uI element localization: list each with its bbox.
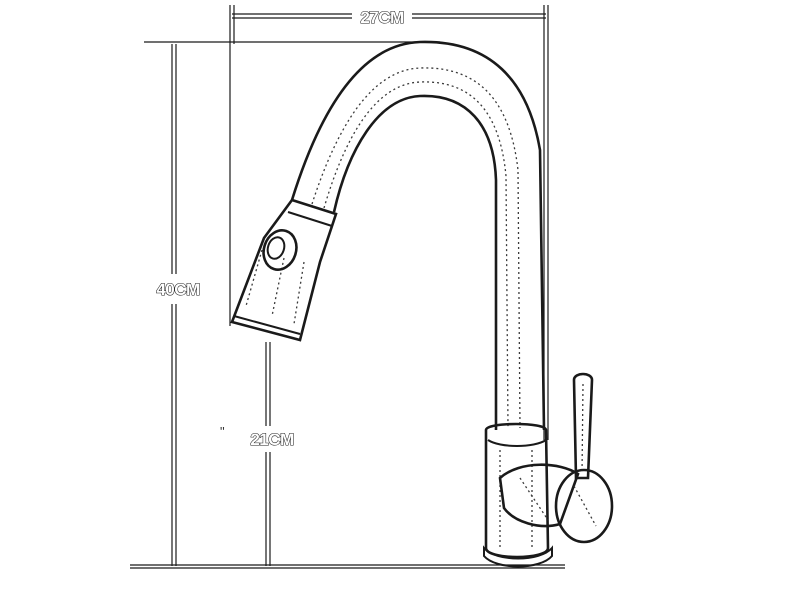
gooseneck-outer	[290, 40, 546, 431]
countertop-baseline	[130, 564, 565, 569]
height-label: 40CM	[156, 280, 200, 299]
lever-handle	[572, 372, 594, 480]
spray-head	[230, 198, 338, 342]
height-dimension: 40CM	[144, 41, 440, 566]
spout-height-dimension: 21CM "	[220, 342, 295, 566]
stray-mark: "	[220, 424, 225, 439]
width-label-bg	[352, 6, 412, 26]
gooseneck-inner	[332, 94, 498, 430]
width-dimension: 27CM	[229, 5, 549, 440]
spout-height-label: 21CM	[250, 430, 294, 449]
faucet-illustration	[230, 40, 614, 568]
handle-hub	[498, 463, 580, 528]
width-label: 27CM	[360, 8, 404, 27]
handle-cap	[554, 468, 614, 544]
spray-button-icon	[262, 229, 298, 271]
